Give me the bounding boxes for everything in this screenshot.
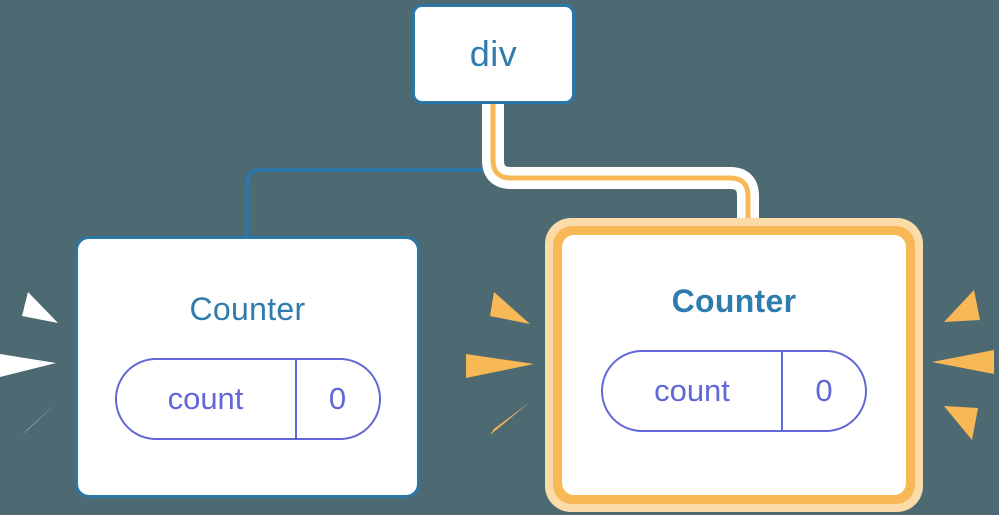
ray-orange-outer-middle bbox=[932, 350, 994, 374]
div-node[interactable]: div bbox=[412, 4, 575, 104]
edge-div-to-counter-right bbox=[490, 104, 751, 222]
ray-white-lower bbox=[22, 402, 58, 435]
state-value-left: 0 bbox=[294, 360, 379, 438]
ray-white-middle bbox=[0, 354, 56, 377]
edge-div-to-counter-right-halo bbox=[482, 104, 759, 222]
ray-white-upper bbox=[22, 292, 58, 323]
counter-node-right-label: Counter bbox=[671, 283, 797, 319]
state-key-right: count bbox=[654, 373, 730, 408]
counter-node-left-label: Counter bbox=[189, 291, 306, 327]
state-pill-left: count 0 bbox=[114, 358, 381, 440]
state-value-right: 0 bbox=[781, 352, 865, 430]
ray-orange-inner-lower bbox=[490, 402, 530, 435]
ray-orange-inner-middle bbox=[466, 354, 534, 378]
counter-node-left[interactable]: Counter count 0 bbox=[75, 236, 420, 498]
rays-white-left bbox=[0, 292, 58, 435]
ray-orange-outer-upper bbox=[944, 290, 980, 322]
div-node-label: div bbox=[469, 33, 518, 74]
counter-node-right[interactable]: Counter count 0 bbox=[562, 235, 906, 495]
ray-orange-inner-upper bbox=[490, 292, 530, 324]
rays-orange-inner bbox=[466, 292, 534, 435]
ray-orange-outer-lower bbox=[944, 406, 978, 440]
counter-node-right-highlight-inner: Counter count 0 bbox=[553, 226, 915, 504]
state-pill-right: count 0 bbox=[601, 350, 867, 432]
counter-node-right-highlight[interactable]: Counter count 0 bbox=[545, 218, 923, 512]
rays-orange-outer bbox=[932, 290, 994, 440]
state-key-left: count bbox=[167, 381, 244, 416]
edge-div-to-counter-left bbox=[245, 104, 495, 236]
